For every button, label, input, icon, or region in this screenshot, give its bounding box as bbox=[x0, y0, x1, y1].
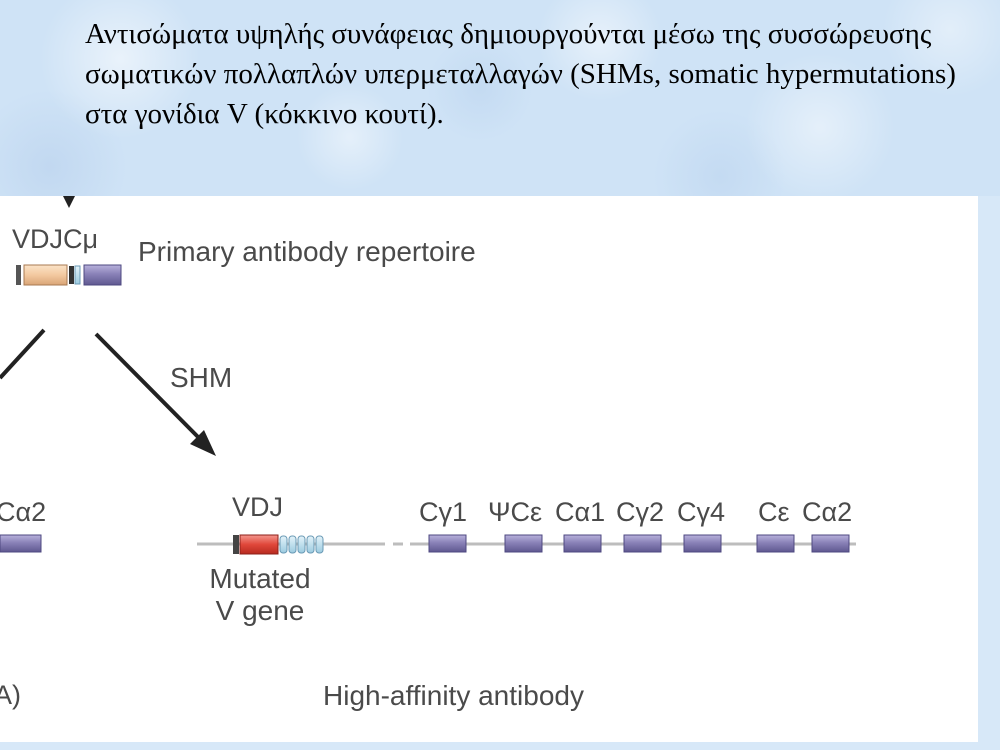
background-strip-right bbox=[978, 196, 1000, 742]
constant-box-cg1 bbox=[428, 534, 467, 553]
shm-label: SHM bbox=[170, 362, 233, 393]
constant-label-cg1: Cγ1 bbox=[419, 497, 468, 527]
mutated-v-segment bbox=[239, 534, 279, 555]
constant-box-cg2 bbox=[623, 534, 662, 553]
left-bottom-fragment: A) bbox=[0, 680, 21, 710]
top-arrowhead bbox=[63, 196, 75, 208]
mutated-gene-label: VDJ bbox=[232, 492, 284, 522]
primary-gene-construct bbox=[16, 264, 122, 286]
constant-box-ca2 bbox=[811, 534, 850, 553]
constant-box-cg4 bbox=[683, 534, 722, 553]
mutated-caption-line2: V gene bbox=[215, 595, 305, 626]
constant-label-ca1: Cα1 bbox=[555, 497, 606, 527]
constant-box-ce bbox=[756, 534, 795, 553]
left-constant-box bbox=[0, 534, 42, 553]
shm-arrowhead bbox=[190, 430, 216, 456]
constant-label-ca2: Cα2 bbox=[802, 497, 853, 527]
primary-repertoire-label: Primary antibody repertoire bbox=[138, 236, 476, 267]
j-segment bbox=[74, 265, 81, 285]
j-segment-5 bbox=[315, 535, 324, 554]
v-segment bbox=[23, 264, 68, 286]
mutated-leader-segment bbox=[233, 535, 239, 554]
leader-segment bbox=[16, 265, 21, 285]
constant-label-psi-ce: ΨCε bbox=[488, 497, 543, 527]
j-segment-2 bbox=[288, 535, 297, 554]
constant-label-cg2: Cγ2 bbox=[616, 497, 665, 527]
slide-caption: Αντισώματα υψηλής συνάφειας δημιουργούντ… bbox=[85, 18, 956, 130]
diagram-graphics bbox=[0, 196, 856, 555]
constant-label-cg4: Cγ4 bbox=[677, 497, 726, 527]
high-affinity-label: High-affinity antibody bbox=[323, 680, 584, 711]
shm-diagram: VDJCμ Primary antibody repertoire SHM Cα… bbox=[0, 196, 978, 742]
constant-label-ce: Cε bbox=[758, 497, 790, 527]
d-segment bbox=[69, 266, 74, 284]
c-mu-segment bbox=[83, 264, 122, 286]
mutated-vdj-construct bbox=[233, 534, 324, 555]
shm-arrow-line bbox=[94, 332, 205, 444]
background-strip-bottom bbox=[0, 742, 1000, 750]
constant-box-psi-ce bbox=[504, 534, 543, 553]
j-segment-1 bbox=[279, 535, 288, 554]
j-segment-4 bbox=[306, 535, 315, 554]
mutated-caption-line1: Mutated bbox=[209, 563, 311, 594]
header-banner: Αντισώματα υψηλής συνάφειας δημιουργούντ… bbox=[0, 0, 1000, 196]
constant-box-ca1 bbox=[563, 534, 602, 553]
mutated-v-caption: Mutated V gene bbox=[190, 563, 330, 627]
left-branch-line bbox=[0, 328, 46, 380]
j-segment-3 bbox=[297, 535, 306, 554]
left-fragment-label: Cα2 bbox=[0, 497, 47, 527]
top-gene-label: VDJCμ bbox=[12, 224, 99, 254]
